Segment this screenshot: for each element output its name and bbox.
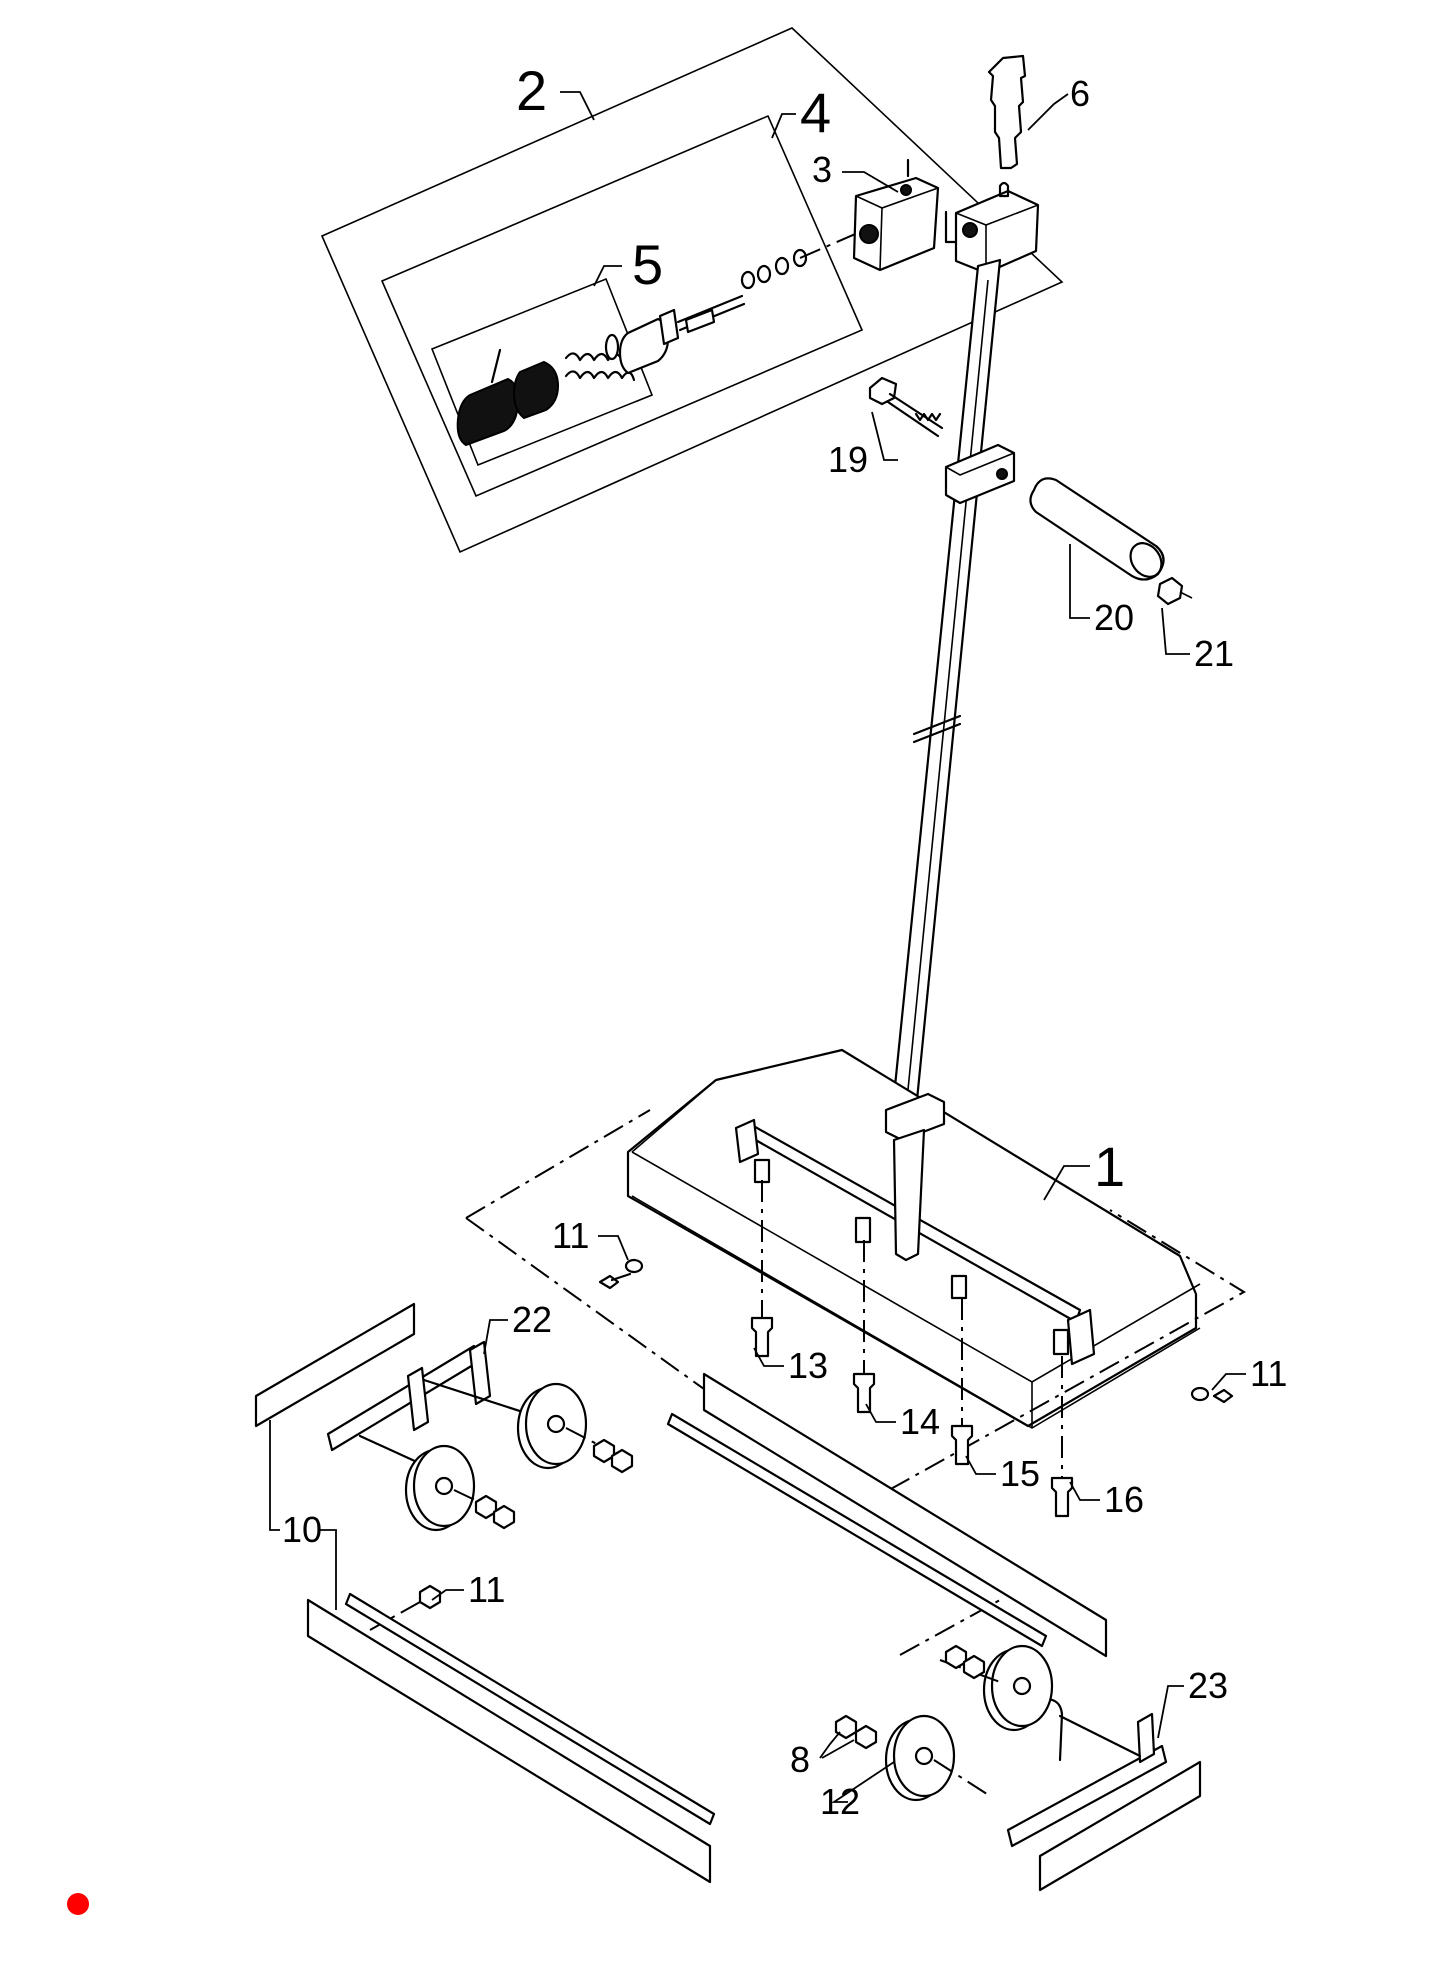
callout-21: 21 (1194, 633, 1234, 674)
wheel-22-lower (404, 1444, 516, 1532)
part-6-hose-fitting (987, 54, 1027, 170)
callout-11-left: 11 (552, 1215, 589, 1256)
callout-12: 12 (820, 1781, 860, 1822)
assembly-2-outline (320, 27, 1064, 554)
callout-10: 10 (282, 1509, 322, 1550)
pole-base-socket (884, 1092, 946, 1262)
part-11-screw-left (598, 1258, 644, 1290)
part-11-nut-lower (369, 1584, 442, 1631)
part-3-valve-block (852, 158, 940, 272)
callout-5: 5 (632, 233, 663, 296)
valve-washers (740, 231, 861, 290)
valve-body (618, 294, 746, 375)
callout-leaders (269, 91, 1246, 1803)
valve-spring (564, 333, 636, 382)
callout-4: 4 (800, 81, 831, 144)
callout-1: 1 (1094, 1135, 1125, 1198)
part-10-skid-upper-left (254, 1302, 416, 1428)
pole (890, 258, 1002, 1118)
part-15-fitting (950, 1298, 974, 1466)
part-21-nut (1156, 576, 1193, 606)
callout-11-lower: 11 (468, 1569, 505, 1610)
right-skid (1038, 1760, 1202, 1892)
callout-22: 22 (512, 1299, 552, 1340)
callout-2: 2 (516, 59, 547, 122)
red-marker-dot (67, 1893, 89, 1915)
wheel-23-lower (834, 1714, 991, 1802)
part-10-skid-lower (306, 1592, 716, 1884)
top-fitting-block (944, 181, 1040, 275)
callout-labels: 2 4 3 5 6 19 20 21 1 11 22 13 14 15 16 1… (282, 59, 1287, 1822)
assembly-4-outline (380, 114, 864, 498)
center-skid (666, 1372, 1108, 1658)
callout-20: 20 (1094, 597, 1134, 638)
part-19-bolt (868, 376, 944, 438)
callout-16: 16 (1104, 1479, 1144, 1520)
callout-15: 15 (1000, 1453, 1040, 1494)
part-16-fitting (1050, 1356, 1074, 1518)
callout-23: 23 (1188, 1665, 1228, 1706)
callout-3: 3 (812, 149, 832, 190)
valve-knob (456, 348, 560, 447)
part-11-screw-right (1190, 1386, 1234, 1404)
callout-11-right: 11 (1250, 1353, 1287, 1394)
wheel-23-upper (939, 1644, 1054, 1732)
callout-14: 14 (900, 1401, 940, 1442)
pole-clamp (944, 443, 1016, 505)
part-22-wheel-bracket (326, 1340, 562, 1470)
callout-8: 8 (790, 1739, 810, 1780)
callout-19: 19 (828, 439, 868, 480)
callout-13: 13 (788, 1345, 828, 1386)
wheel-22-upper (516, 1382, 634, 1474)
part-20-grip (1029, 477, 1165, 581)
callout-6: 6 (1070, 73, 1090, 114)
part-13-fitting (750, 1180, 774, 1358)
